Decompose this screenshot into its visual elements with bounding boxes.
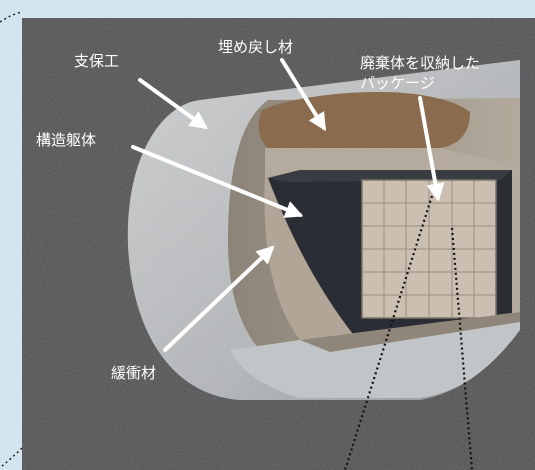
waste-package	[361, 179, 497, 319]
arrow-buffer	[163, 245, 275, 352]
arrow-package	[418, 96, 445, 202]
arrow-backfill	[280, 58, 326, 132]
label-package-line1: 廃棄体を収納した	[360, 54, 480, 72]
label-package-line2: パッケージ	[360, 74, 435, 92]
backfill-underside	[265, 148, 520, 175]
structural-body-top	[268, 170, 512, 182]
arrow-support	[138, 78, 208, 130]
rock-outline-dots	[0, 11, 23, 467]
support-tube-lower-lip	[230, 312, 520, 398]
label-support: 支保工	[74, 52, 119, 70]
arrow-structure	[131, 145, 304, 218]
support-tube-lower-inner	[300, 312, 520, 352]
package-leader-dots	[343, 195, 474, 470]
label-buffer: 緩衝材	[111, 364, 156, 382]
label-structure: 構造躯体	[36, 131, 96, 149]
label-backfill: 埋め戻し材	[218, 38, 293, 56]
